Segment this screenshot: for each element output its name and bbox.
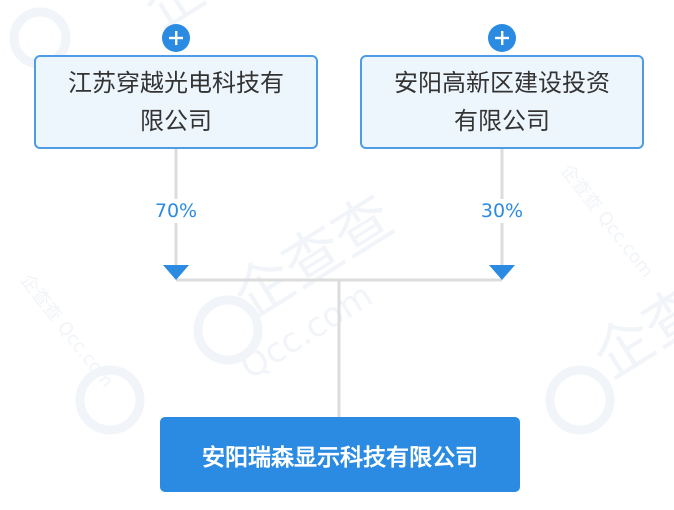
arrow-down-icon bbox=[163, 265, 189, 280]
watermark-logo-icon bbox=[75, 365, 145, 435]
expand-button[interactable] bbox=[162, 24, 190, 52]
share-percent-label: 30% bbox=[462, 199, 542, 223]
watermark-text: 企查查 bbox=[581, 242, 674, 392]
shareholder-node[interactable]: 安阳高新区建设投资有限公司 bbox=[360, 55, 644, 149]
expand-button[interactable] bbox=[488, 24, 516, 52]
watermark-subtext: 企查查 Qcc.com bbox=[556, 160, 657, 282]
watermark-subtext: 企查查 Qcc.com bbox=[16, 270, 117, 392]
watermark-text: 企查查 bbox=[131, 0, 315, 42]
target-company-node[interactable]: 安阳瑞森显示科技有限公司 bbox=[160, 417, 520, 492]
watermark-text: 企查查 bbox=[221, 182, 405, 332]
shareholder-name: 江苏穿越光电科技有限公司 bbox=[68, 69, 284, 135]
shareholder-node[interactable]: 江苏穿越光电科技有限公司 bbox=[34, 55, 318, 149]
target-company-name: 安阳瑞森显示科技有限公司 bbox=[202, 444, 478, 471]
shareholder-name: 安阳高新区建设投资有限公司 bbox=[394, 69, 610, 135]
watermark-logo-icon bbox=[193, 295, 263, 365]
watermark-subtext: Qcc.com bbox=[234, 276, 380, 388]
watermark-logo-icon bbox=[545, 365, 615, 435]
share-percent-label: 70% bbox=[136, 199, 216, 223]
plus-icon bbox=[495, 31, 509, 45]
plus-icon bbox=[169, 31, 183, 45]
arrow-down-icon bbox=[489, 265, 515, 280]
